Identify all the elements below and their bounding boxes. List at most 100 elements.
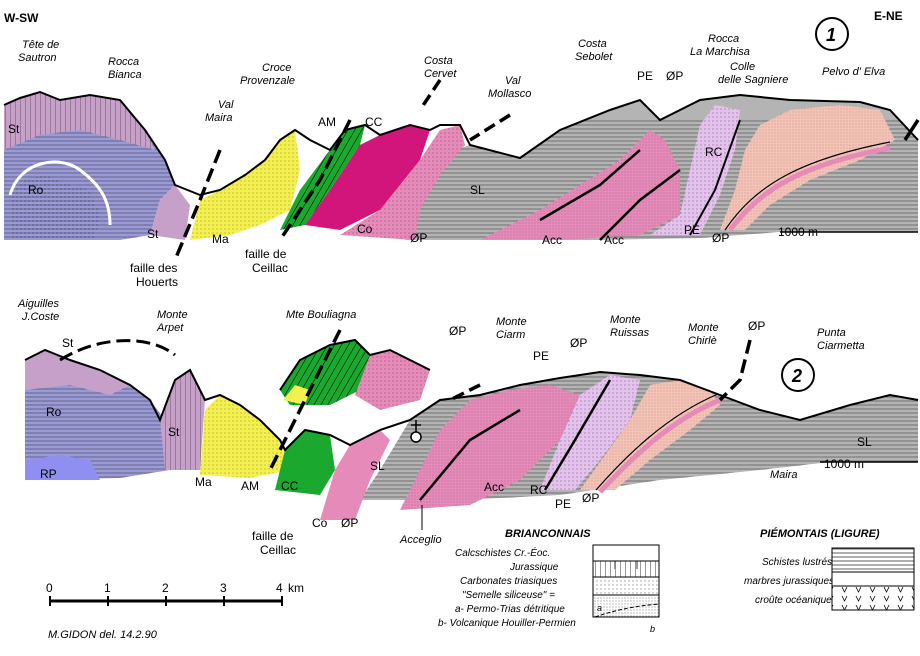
section1-op-band-edge [724,141,891,231]
section2-thrust-2 [543,379,612,491]
section1-number: 1 [826,25,836,45]
place-mte-bouliagna: Mte Bouliagna [286,309,356,321]
place-croce-provenzale-1: Croce [262,62,291,74]
place-monte-ruissas-1: Monte [610,314,641,326]
legend-briançonnais: BRIANCONNAIS Calcschistes Cr.-Éoc. Juras… [438,528,660,634]
legend-pi-title: PIÉMONTAIS (LIGURE) [760,527,880,540]
place-pelvo-d-elva: Pelvo d' Elva [822,66,885,78]
place-rocca-bianca-2: Bianca [108,69,142,81]
section1-thrust-2 [599,169,681,241]
legend-piemontais: PIÉMONTAIS (LIGURE) Schistes lustrés mar… [744,527,915,611]
place-monte-chirle-2: Chirlè [688,335,717,347]
place-tete-de-sautron-2: Sautron [18,52,57,64]
legend-br-item-3: Carbonates triasiques [460,576,557,587]
orientation-right: E-NE [874,9,903,23]
section2-unit-op-last: ØP [582,491,599,505]
scale-tick-4: 4 [276,581,283,595]
legend-br-item-5: a- Permo-Trias détritique [455,604,565,615]
section1-unit-sl: SL [470,183,485,197]
legend-br-title: BRIANCONNAIS [505,528,591,540]
place-rocca-la-marchisa-2: La Marchisa [690,46,750,58]
place-aiguilles-2: J.Coste [21,311,59,323]
section2-unit-pe-bottom: PE [555,497,571,511]
section1-unit-op-top: ØP [666,69,683,83]
place-costa-cervet-2: Cervet [424,68,457,80]
scale-tick-0: 0 [46,581,53,595]
place-val-mollasco-2: Mollasco [488,88,531,100]
section2-fault-arc [59,339,176,362]
place-monte-ciarm-2: Ciarm [496,329,525,341]
section2-op-band-edge [595,393,719,491]
section1-unit-st-bottom: St [147,227,159,241]
section1-unit-ro: Ro [28,183,44,197]
section2-pink-co [320,430,390,520]
place-monte-ciarm-1: Monte [496,316,527,328]
section1-unit-rc: RC [705,145,723,159]
section2-unit-rc: RC [530,483,548,497]
place-costa-cervet-1: Costa [424,55,453,67]
legend-br-swatch-carbonates [592,576,660,596]
section1-unit-op-right: ØP [712,231,729,245]
section1-fault-mollasco [469,113,511,142]
section2-unit-op-top: ØP [449,324,466,338]
section1-fault-cervet [418,79,442,111]
place-tete-de-sautron-1: Tête de [22,39,59,51]
section2-unit-acc: Acc [484,480,504,494]
legend-pi-item-3: croûte océanique [755,595,832,606]
section1-fault-houerts-label-1: faille des [130,261,177,275]
place-punta-ciarmetta-2: Ciarmetta [817,340,865,352]
section1-op-band [728,145,891,232]
section2-rp-blue [25,455,100,480]
section1-ro-core [10,175,100,240]
section1-scale-label: 1000 m [778,225,818,239]
section1-unit-co: Co [357,222,373,236]
place-rocca-bianca-1: Rocca [108,56,139,68]
section2-unit-am: AM [241,479,259,493]
section1-fault-houerts-label-2: Houerts [136,275,178,289]
place-punta-ciarmetta-1: Punta [817,327,846,339]
section1-st-bottom [150,185,190,240]
section2-fault-mid [449,383,481,402]
section2-thrust-1 [419,408,521,501]
section1-fault-ceillac [278,119,352,241]
section1-topography [3,90,919,197]
section2-st-pattern [160,370,205,470]
legend-br-item-6: b- Volcanique Houiller-Permien [438,618,576,629]
place-monte-ruissas-2: Ruissas [610,327,650,339]
legend-br-swatch-calcschistes [592,544,660,562]
section2-topography-upper [279,338,431,391]
place-val-maira-2: Maira [205,112,233,124]
section2-fault-ceillac [268,329,342,471]
section2-unit-op-right: ØP [748,319,765,333]
legend-br-swatch-semelle [592,594,660,618]
place-rocca-la-marchisa-1: Rocca [708,33,739,45]
legend-br-swatch-a-label: a [597,603,602,613]
section1-unit-st-top: St [8,122,20,136]
section2-st-top [25,350,130,395]
place-costa-sebolet-2: Sebolet [575,51,613,63]
section2-river-maira: Maira [770,469,798,481]
section2-topography [24,348,919,452]
place-val-maira-1: Val [218,99,234,111]
section2-yellow-upper [283,385,310,405]
section2-number: 2 [791,366,802,386]
section2-village-acceglio: Acceglio [399,534,442,546]
section2-unit-ma: Ma [195,475,212,489]
legend-pi-item-1: Schistes lustrés [762,557,832,568]
place-monte-chirle-1: Monte [688,322,719,334]
section1-unit-pe-top: PE [637,69,653,83]
place-monte-arpet-2: Arpet [156,322,184,334]
section2-unit-st-top: St [62,336,74,350]
section-2 [24,329,919,530]
section2-unit-co: Co [312,516,328,530]
section1-number-circle [815,17,849,51]
legend-br-item-4: "Semelle siliceuse" = [462,590,555,601]
section1-fault-houerts [173,149,222,261]
horizontal-scale-bar: 0 1 2 3 4 km [46,581,304,606]
scale-unit: km [288,581,304,595]
section2-fault-east [718,339,752,402]
section2-op-band [598,397,721,494]
section1-magenta-co [305,125,430,230]
section2-scale-label: 1000 m [824,457,864,471]
